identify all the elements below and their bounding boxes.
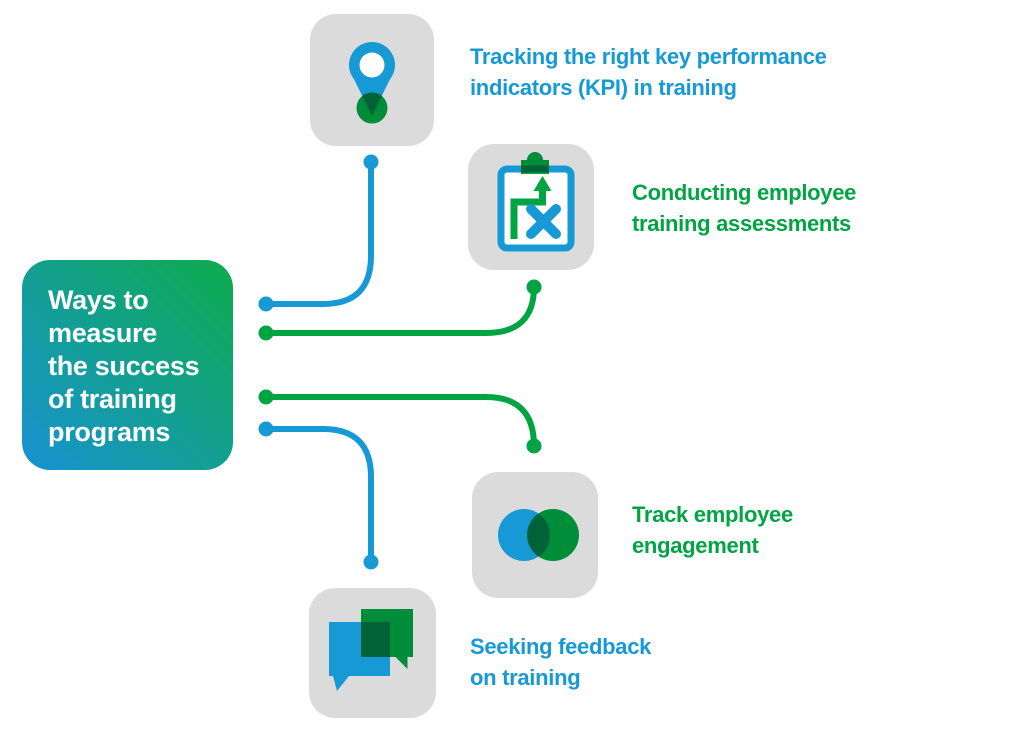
assessments-label-line: training assessments xyxy=(632,211,851,236)
engagement-icon-tile xyxy=(472,472,598,598)
title-line: of training xyxy=(48,384,177,414)
engagement-label-line: engagement xyxy=(632,533,759,558)
engagement-label: Track employee engagement xyxy=(632,499,793,561)
title-line: measure xyxy=(48,318,157,348)
feedback-label-line: on training xyxy=(470,665,581,690)
feedback-label: Seeking feedback on training xyxy=(470,631,651,693)
title-line: programs xyxy=(48,417,171,447)
title-line: the success xyxy=(48,351,200,381)
title-line: Ways to xyxy=(48,285,149,315)
kpi-icon-tile xyxy=(310,14,434,146)
feedback-label-line: Seeking feedback xyxy=(470,634,652,659)
connector-feedback xyxy=(258,421,379,570)
kpi-label: Tracking the right key performance indic… xyxy=(470,41,827,103)
clipboard-strategy-icon xyxy=(497,152,575,252)
chat-bubbles-icon xyxy=(329,609,413,691)
assessments-label-line: Conducting employee xyxy=(632,180,857,205)
connector-assessments xyxy=(258,279,542,341)
venn-diagram-icon xyxy=(498,509,579,561)
location-pin-icon xyxy=(349,42,395,124)
engagement-label-line: Track employee xyxy=(632,502,793,527)
connector-engagement xyxy=(258,389,542,454)
feedback-icon-tile xyxy=(309,588,436,718)
title-box: Ways to measure the success of training … xyxy=(22,260,233,470)
assessments-label: Conducting employee training assessments xyxy=(632,177,856,239)
kpi-label-line: indicators (KPI) in training xyxy=(470,75,737,100)
connector-kpi xyxy=(258,154,379,312)
assessments-icon-tile xyxy=(468,144,594,270)
kpi-label-line: Tracking the right key performance xyxy=(470,44,827,69)
